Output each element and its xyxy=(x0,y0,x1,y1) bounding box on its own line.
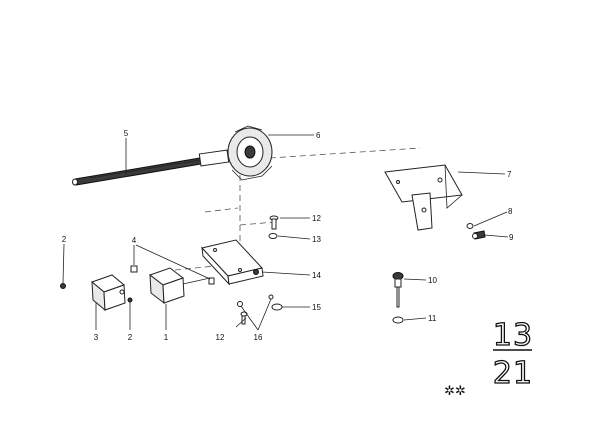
sensor-10-11 xyxy=(392,272,404,324)
callout-numbers: 5 6 7 8 9 12 13 14 15 10 11 2 4 3 2 1 12… xyxy=(62,129,514,342)
group-number-top: 13 xyxy=(493,318,533,353)
group-number: 13 21 xyxy=(492,317,533,391)
group-number-bottom: 21 xyxy=(493,356,533,391)
actuator-part xyxy=(198,125,273,181)
callout-13: 13 xyxy=(312,235,321,244)
relay-box-1 xyxy=(148,267,211,305)
callout-6: 6 xyxy=(316,131,321,140)
callout-15: 15 xyxy=(312,303,321,312)
callout-7: 7 xyxy=(507,170,512,179)
relay-box-3 xyxy=(91,274,126,312)
callout-10: 10 xyxy=(428,276,437,285)
callout-14: 14 xyxy=(312,271,321,280)
bracket-part xyxy=(384,164,463,231)
fastener-8-9 xyxy=(466,223,486,240)
callout-2-upper: 2 xyxy=(62,235,67,244)
callout-5: 5 xyxy=(124,129,129,138)
star-marks: ✲✲ xyxy=(444,384,466,399)
callout-11: 11 xyxy=(428,314,437,323)
bolt-washer-12-13 xyxy=(268,215,279,239)
callout-3: 3 xyxy=(94,333,99,342)
callout-16: 16 xyxy=(254,333,263,342)
callout-8: 8 xyxy=(508,207,513,216)
callout-12-upper: 12 xyxy=(312,214,321,223)
mounting-plate xyxy=(201,239,264,286)
callout-12-lower: 12 xyxy=(216,333,225,342)
callout-4: 4 xyxy=(132,236,137,245)
callout-2-lower: 2 xyxy=(128,333,133,342)
leader-lines xyxy=(62,134,509,331)
rod-part xyxy=(72,156,208,186)
callout-1: 1 xyxy=(164,333,169,342)
callout-9: 9 xyxy=(509,233,514,242)
